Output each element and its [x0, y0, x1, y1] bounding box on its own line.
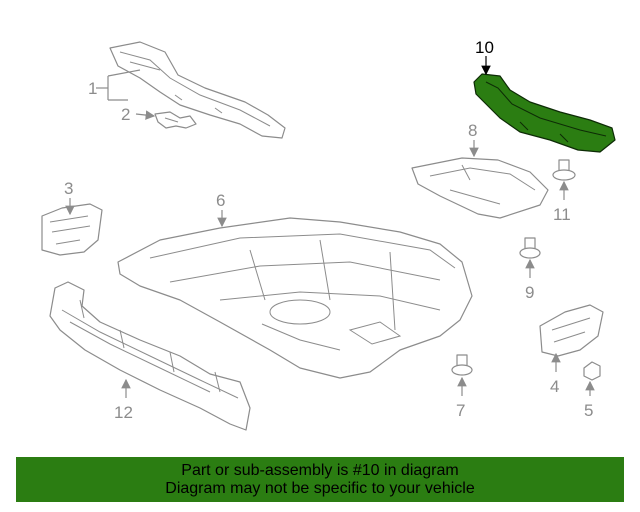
part-10-highlighted-shield[interactable]: [473, 73, 616, 153]
callout-9[interactable]: 9: [525, 283, 534, 302]
part-3-side-shield[interactable]: [41, 203, 103, 256]
exploded-parts-diagram: 1 2 3 6 10 8 11 9 4 5 7 12: [41, 38, 616, 431]
callout-2[interactable]: 2: [121, 105, 130, 124]
callout-1[interactable]: 1: [88, 79, 97, 98]
callout-12[interactable]: 12: [114, 403, 133, 422]
notice-banner: Part or sub-assembly is #10 in diagram D…: [16, 457, 624, 502]
part-6-engine-under-cover[interactable]: [117, 217, 473, 379]
banner-line-1: Part or sub-assembly is #10 in diagram: [181, 462, 459, 479]
banner-line-2: Diagram may not be specific to your vehi…: [165, 480, 475, 497]
part-12-front-deflector[interactable]: [49, 281, 251, 431]
callout-10[interactable]: 10: [475, 38, 494, 57]
part-5-bolt[interactable]: [583, 361, 601, 381]
part-4-side-shield[interactable]: [539, 304, 604, 357]
part-7-clip[interactable]: [451, 354, 473, 376]
part-1-shield[interactable]: [109, 41, 286, 139]
callout-7[interactable]: 7: [456, 401, 465, 420]
leader-lines: [65, 56, 595, 398]
callout-3[interactable]: 3: [64, 179, 73, 198]
part-9-clip[interactable]: [519, 237, 541, 259]
callout-4[interactable]: 4: [550, 377, 559, 396]
part-8-plate[interactable]: [411, 157, 549, 219]
callout-6[interactable]: 6: [216, 191, 225, 210]
part-11-clip[interactable]: [552, 159, 576, 181]
callout-8[interactable]: 8: [468, 121, 477, 140]
callout-5[interactable]: 5: [584, 401, 593, 420]
part-2-bracket[interactable]: [154, 111, 197, 129]
callout-11[interactable]: 11: [553, 205, 571, 224]
